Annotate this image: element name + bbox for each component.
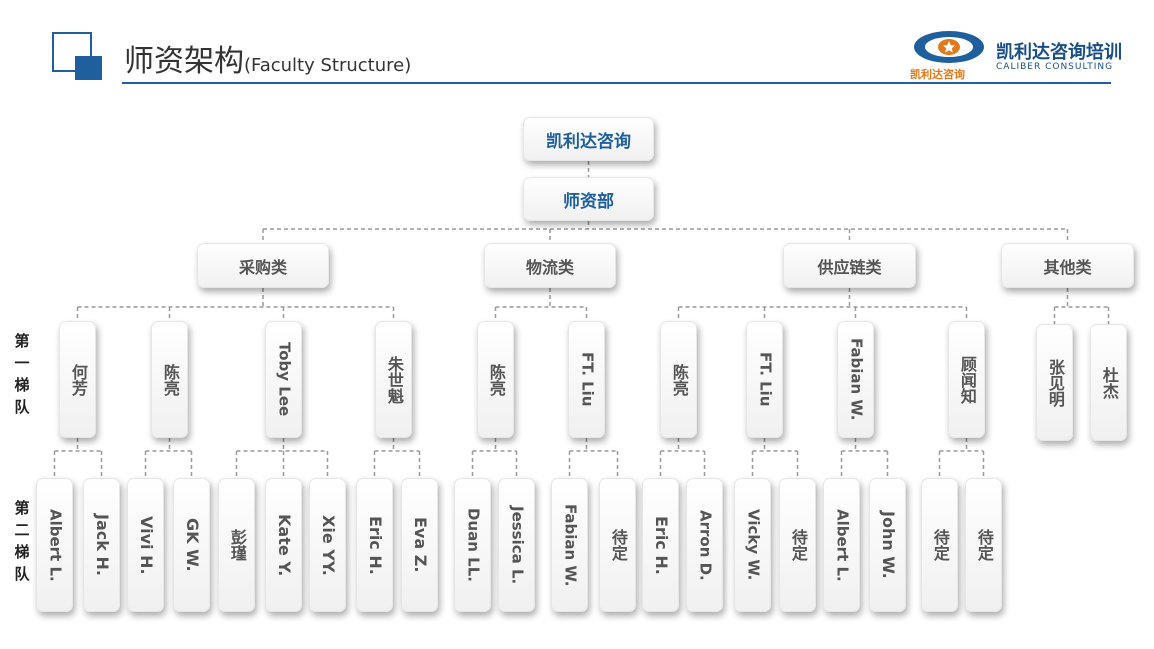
tier2-node-0-1-1-label: GK W. bbox=[182, 518, 202, 572]
category-node-1-label: 物流类 bbox=[525, 257, 574, 277]
tier-label-first: 第一梯队 bbox=[14, 332, 30, 416]
tier1-node-0-0: 何芳 bbox=[59, 321, 96, 438]
department-node: 师资部 bbox=[523, 177, 654, 221]
tier1-node-2-3: 顾闻知 bbox=[948, 321, 985, 438]
tier2-node-2-0-1-label: Arron D. bbox=[696, 509, 715, 581]
category-node-0-label: 采购类 bbox=[238, 257, 287, 277]
tier2-node-0-2-1: Kate Y. bbox=[265, 478, 302, 612]
tier1-node-2-2: Fabian W. bbox=[837, 321, 874, 438]
tier1-node-1-0-label: 陈亮 bbox=[486, 363, 506, 396]
tier2-node-1-1-0: Fabian W. bbox=[551, 478, 588, 612]
page-title: 师资架构(Faculty Structure) bbox=[124, 36, 411, 80]
tier1-node-2-1: FT. Liu bbox=[746, 321, 783, 438]
tier2-node-2-1-1: 待定 bbox=[779, 478, 816, 612]
tier1-node-0-2-label: Toby Lee bbox=[275, 342, 294, 417]
tier2-node-0-0-1-label: Jack H. bbox=[92, 514, 112, 576]
tier2-node-2-3-1-label: 待定 bbox=[974, 529, 994, 561]
department-node-label: 师资部 bbox=[563, 191, 614, 212]
tier1-node-1-1: FT. Liu bbox=[568, 321, 605, 438]
category-node-2: 供应链类 bbox=[783, 243, 916, 288]
tier2-node-1-0-0-label: Duan LL. bbox=[464, 508, 483, 582]
tier2-node-1-0-1: Jessica L. bbox=[498, 478, 535, 612]
tier2-node-0-3-1-label: Eva Z. bbox=[410, 517, 430, 573]
tier2-node-0-3-0-label: Eric H. bbox=[365, 515, 385, 575]
category-node-3-label: 其他类 bbox=[1043, 257, 1092, 277]
tier1-node-0-0-label: 何芳 bbox=[68, 363, 88, 396]
tier1-node-1-1-label: FT. Liu bbox=[578, 352, 597, 407]
tier2-node-2-1-0: Vicky W. bbox=[734, 478, 771, 612]
tier2-node-2-2-0: Albert L. bbox=[823, 478, 860, 612]
tier2-node-0-2-0-label: 彭瑾 bbox=[227, 529, 247, 561]
tier2-node-0-2-2-label: Xie YY. bbox=[318, 514, 338, 576]
org-root-node-label: 凯利达咨询 bbox=[546, 131, 631, 152]
tier2-node-2-2-0-label: Albert L. bbox=[833, 508, 852, 582]
tier2-node-0-0-0-label: Albert L. bbox=[46, 508, 65, 582]
tier1-node-0-3: 朱世魁 bbox=[375, 321, 412, 438]
header-divider bbox=[122, 82, 1111, 84]
tier1-node-2-1-label: FT. Liu bbox=[756, 352, 775, 407]
tier1-node-2-3-label: 顾闻知 bbox=[957, 355, 977, 404]
tier2-node-0-2-0: 彭瑾 bbox=[218, 478, 255, 612]
org-root-node: 凯利达咨询 bbox=[523, 117, 654, 161]
tier1-node-0-2: Toby Lee bbox=[265, 321, 302, 438]
tier2-node-2-2-1-label: John W. bbox=[878, 511, 898, 579]
tier2-node-2-2-1: John W. bbox=[869, 478, 906, 612]
tier2-node-0-0-1: Jack H. bbox=[83, 478, 120, 612]
tier2-node-2-0-1: Arron D. bbox=[686, 478, 723, 612]
tier2-node-0-2-1-label: Kate Y. bbox=[274, 513, 294, 577]
tier1-node-3-1: 杜杰 bbox=[1090, 324, 1127, 441]
tier1-node-0-3-label: 朱世魁 bbox=[384, 355, 404, 404]
title-en: (Faculty Structure) bbox=[244, 55, 412, 76]
tier2-node-2-3-1: 待定 bbox=[965, 478, 1002, 612]
category-node-1: 物流类 bbox=[484, 243, 616, 288]
tier-label-second: 第二梯队 bbox=[14, 499, 30, 583]
tier1-node-2-2-label: Fabian W. bbox=[847, 338, 866, 421]
tier2-node-0-0-0: Albert L. bbox=[36, 478, 73, 612]
company-logo: 凯利达咨询 凯利达咨询培训 CALIBER CONSULTING bbox=[908, 28, 1133, 82]
tier1-node-3-0: 张见明 bbox=[1036, 324, 1073, 441]
tier2-node-2-0-0: Eric H. bbox=[642, 478, 679, 612]
tier2-node-2-1-1-label: 待定 bbox=[788, 529, 808, 561]
tier1-node-3-1-label: 杜杰 bbox=[1099, 366, 1119, 399]
tier2-node-2-3-0-label: 待定 bbox=[930, 529, 950, 561]
tier1-node-0-1: 陈亮 bbox=[151, 321, 188, 438]
logo-mark-icon bbox=[914, 31, 984, 63]
logo-subtitle: CALIBER CONSULTING bbox=[996, 62, 1114, 72]
category-node-0: 采购类 bbox=[197, 243, 329, 288]
tier2-node-0-2-2: Xie YY. bbox=[309, 478, 346, 612]
tier1-node-3-0-label: 张见明 bbox=[1045, 358, 1065, 407]
tier2-node-2-0-0-label: Eric H. bbox=[651, 515, 671, 575]
square-fill-icon bbox=[75, 56, 102, 80]
tier2-node-1-1-0-label: Fabian W. bbox=[561, 503, 580, 587]
tier2-node-2-3-0: 待定 bbox=[921, 478, 958, 612]
tier2-node-0-3-1: Eva Z. bbox=[401, 478, 438, 612]
tier2-node-1-0-0: Duan LL. bbox=[454, 478, 491, 612]
tier2-node-0-3-0: Eric H. bbox=[356, 478, 393, 612]
tier2-node-1-1-1: 待定 bbox=[599, 478, 636, 612]
logo-name: 凯利达咨询培训 bbox=[996, 42, 1122, 63]
tier1-node-1-0: 陈亮 bbox=[477, 321, 514, 438]
tier1-node-2-0: 陈亮 bbox=[660, 321, 697, 438]
tier1-node-0-1-label: 陈亮 bbox=[160, 363, 180, 396]
square-corner-icon bbox=[52, 32, 92, 72]
tier2-node-1-1-1-label: 待定 bbox=[608, 529, 628, 561]
tier2-node-0-1-0-label: Vivi H. bbox=[136, 515, 156, 575]
tier2-node-0-1-0: Vivi H. bbox=[127, 478, 164, 612]
tier2-node-2-1-0-label: Vicky W. bbox=[744, 509, 763, 581]
logo-mark-text: 凯利达咨询 bbox=[910, 68, 965, 81]
tier2-node-1-0-1-label: Jessica L. bbox=[508, 505, 527, 585]
title-cn: 师资架构 bbox=[124, 44, 244, 79]
category-node-2-label: 供应链类 bbox=[817, 257, 882, 277]
tier2-node-0-1-1: GK W. bbox=[173, 478, 210, 612]
category-node-3: 其他类 bbox=[1001, 243, 1134, 288]
tier1-node-2-0-label: 陈亮 bbox=[669, 363, 689, 396]
